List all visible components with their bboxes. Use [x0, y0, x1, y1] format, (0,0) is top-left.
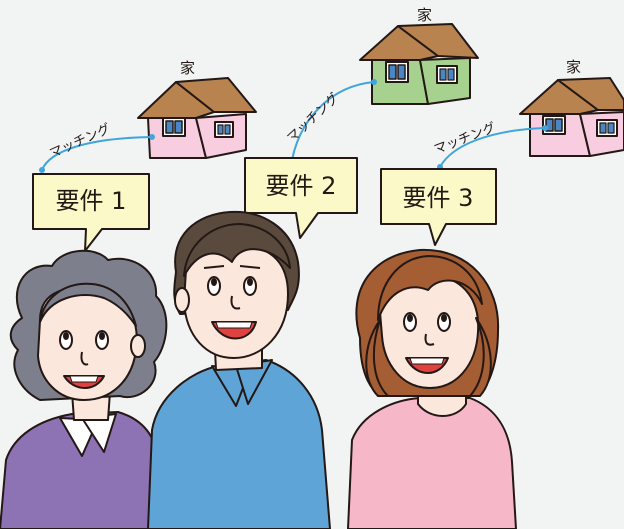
matching-line-2 — [291, 81, 375, 161]
matching-dot-3b — [542, 125, 548, 131]
matching-line-1 — [41, 136, 153, 171]
matching-label-2: マッチング — [284, 91, 342, 146]
requirement-label-3: 要件 3 — [403, 184, 474, 212]
matching-dot-1a — [39, 167, 45, 173]
requirement-bubble-1: 要件 1 — [32, 173, 150, 252]
house-1-label: 家 — [180, 59, 195, 77]
house-3 — [519, 77, 624, 157]
matching-label-3: マッチング — [432, 120, 498, 157]
matching-line-3 — [439, 127, 546, 168]
requirement-bubble-2: 要件 2 — [244, 157, 358, 239]
person-young-woman — [347, 248, 517, 529]
matching-dot-1b — [149, 134, 155, 140]
matching-dot-2b — [371, 79, 377, 85]
house-2-label: 家 — [417, 6, 432, 24]
person-older-woman — [0, 249, 168, 529]
requirement-bubble-3: 要件 3 — [380, 168, 497, 246]
requirement-label-2: 要件 2 — [266, 172, 337, 200]
house-3-label: 家 — [566, 58, 581, 76]
house-2 — [359, 23, 479, 105]
house-1 — [137, 77, 257, 159]
requirement-label-1: 要件 1 — [56, 187, 127, 215]
person-young-man — [147, 210, 331, 529]
